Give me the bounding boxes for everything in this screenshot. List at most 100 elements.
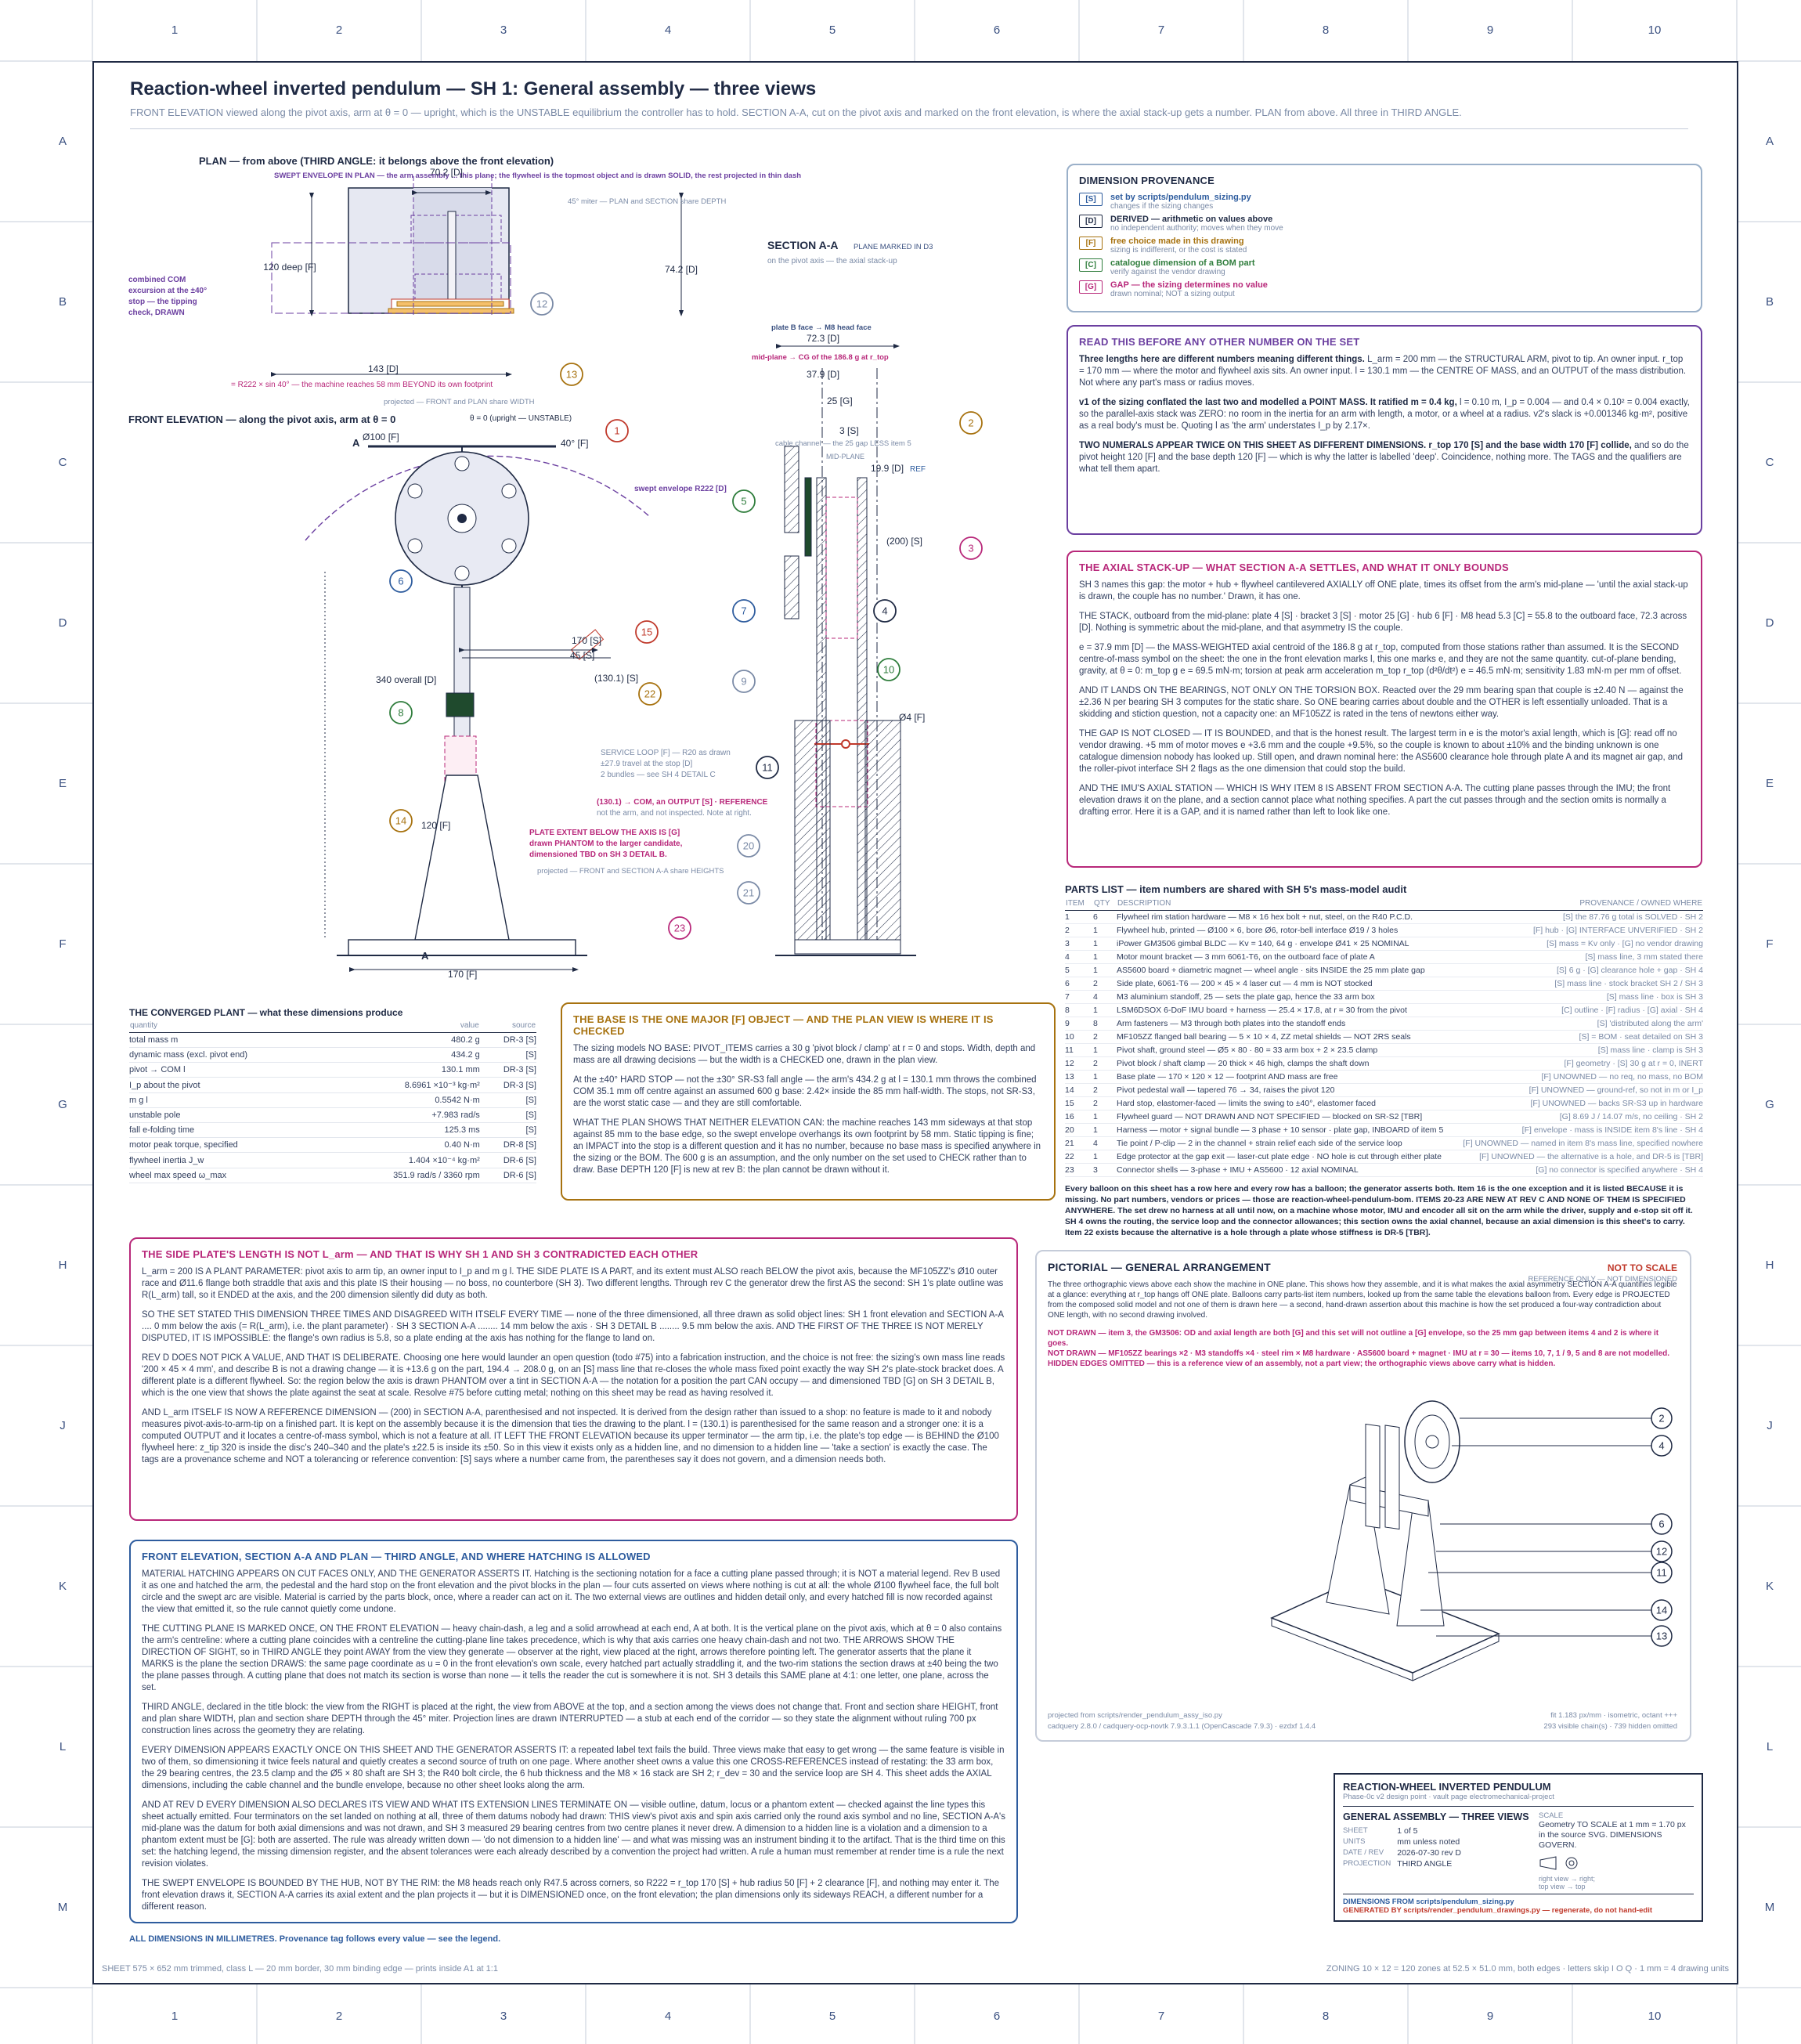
plant-cell: m g l xyxy=(129,1092,332,1108)
balloon-number: 23 xyxy=(674,923,685,934)
base-p3: WHAT THE PLAN SHOWS THAT NEITHER ELEVATI… xyxy=(573,1118,1041,1175)
tb-field-value: mm unless noted xyxy=(1397,1837,1460,1847)
zone-col-label: 8 xyxy=(1322,2010,1330,2023)
zone-col-label: 3 xyxy=(500,2010,507,2023)
parts-cell: 12 xyxy=(1065,1056,1093,1071)
parts-cell: [F] UNOWNED — named in item 8's mass lin… xyxy=(1454,1136,1703,1150)
zone-col-label: 9 xyxy=(1486,2010,1494,2023)
front-plate-2: drawn PHANTOM to the larger candidate, xyxy=(529,840,683,848)
plan-dim-bottom: 143 [D] xyxy=(368,363,399,374)
plant-cell: DR-6 [S] xyxy=(479,1168,536,1183)
iso-balloon: 11 xyxy=(1651,1562,1673,1584)
iso-balloon-number: 2 xyxy=(1658,1413,1664,1425)
provenance-sub: no independent authority; moves when the… xyxy=(1110,224,1283,233)
plan-com-note-4: check, DRAWN xyxy=(128,309,185,317)
plant-cell: 0.5542 N·m xyxy=(331,1092,480,1108)
plant-row: unstable pole+7.983 rad/s[S] xyxy=(129,1107,536,1123)
tb-field-value: 2026-07-30 rev D xyxy=(1397,1848,1461,1858)
title-rule xyxy=(130,128,1688,129)
parts-cell: 1 xyxy=(1093,950,1117,964)
plan-dim-right: 74.2 [D] xyxy=(665,264,698,275)
iso-balloon-number: 6 xyxy=(1658,1519,1664,1530)
parts-cell: 8 xyxy=(1093,1017,1117,1031)
parts-cell: [S] mass line · clamp is SH 3 xyxy=(1454,1043,1703,1057)
parts-cell: 4 xyxy=(1065,950,1093,964)
parts-cell: 2 xyxy=(1093,977,1117,991)
section-dim-37: 37.9 [D] xyxy=(807,369,839,380)
provenance-tag: [F] xyxy=(1079,237,1103,250)
zone-row-label: H xyxy=(1765,1259,1774,1272)
plant-cell: dynamic mass (excl. pivot end) xyxy=(129,1047,332,1063)
parts-cell: Tie point / P-clip — 2 in the channel + … xyxy=(1117,1136,1455,1150)
front-theta: θ = 0 (upright — UNSTABLE) xyxy=(470,414,572,423)
parts-cell: 1 xyxy=(1093,923,1117,937)
zone-row-label: L xyxy=(59,1740,67,1753)
third-angle-p3: THIRD ANGLE, declared in the title block… xyxy=(142,1703,998,1735)
zone-row-label: D xyxy=(1765,616,1774,630)
parts-cell: [G] 8.69 J / 14.07 m/s, no ceiling · SH … xyxy=(1454,1110,1703,1124)
item-balloon: 14 xyxy=(389,809,413,832)
item-balloon: 6 xyxy=(389,569,413,593)
provenance-label: free choice made in this drawing xyxy=(1110,237,1244,246)
pictorial-p2: NOT DRAWN — item 3, the GM3506: OD and a… xyxy=(1048,1329,1659,1348)
parts-cell: Connector shells — 3-phase + IMU + AS560… xyxy=(1117,1163,1455,1177)
parts-note: Every balloon on this sheet has a row he… xyxy=(1065,1184,1693,1237)
provenance-list: [S] set by scripts/pendulum_sizing.py ch… xyxy=(1079,193,1690,298)
base-box: THE BASE IS THE ONE MAJOR [F] OBJECT — A… xyxy=(561,1002,1056,1201)
zone-row-label: G xyxy=(1765,1098,1774,1111)
page-subtitle: FRONT ELEVATION viewed along the pivot a… xyxy=(130,107,1462,118)
item-balloon: 13 xyxy=(560,363,583,386)
front-plate-3: dimensioned TBD on SH 3 DETAIL B. xyxy=(529,850,667,859)
read-first-box: READ THIS BEFORE ANY OTHER NUMBER ON THE… xyxy=(1067,325,1702,535)
provenance-title: DIMENSION PROVENANCE xyxy=(1079,175,1215,186)
balloon-number: 4 xyxy=(882,605,887,617)
parts-cell: Edge protector at the gap exit — laser-c… xyxy=(1117,1150,1455,1164)
provenance-tag: [D] xyxy=(1079,215,1103,228)
zone-row-label: C xyxy=(58,456,67,469)
parts-cell: 1 xyxy=(1093,1150,1117,1164)
tb-field-label: UNITS xyxy=(1343,1837,1366,1846)
plant-row: dynamic mass (excl. pivot end)434.2 g[S] xyxy=(129,1047,536,1063)
plan-envelope-note: SWEPT ENVELOPE IN PLAN — the arm assembl… xyxy=(274,172,801,180)
orthographic-views: PLAN — from above (THIRD ANGLE: it belon… xyxy=(128,155,983,980)
read-first-p1: L_arm = 200 mm — the STRUCTURAL ARM, piv… xyxy=(1079,355,1687,388)
parts-cell: MF105ZZ flanged ball bearing — 5 × 10 × … xyxy=(1117,1030,1455,1044)
plant-header: quantity xyxy=(129,1020,332,1033)
parts-cell: [S] 'distributed along the arm' xyxy=(1454,1017,1703,1031)
parts-cell: 2 xyxy=(1093,1056,1117,1071)
parts-cell: 4 xyxy=(1093,990,1117,1004)
balloon-number: 13 xyxy=(566,369,577,381)
front-swept: swept envelope R222 [D] xyxy=(634,485,727,493)
read-first-title: READ THIS BEFORE ANY OTHER NUMBER ON THE… xyxy=(1079,336,1360,348)
parts-cell: 1 xyxy=(1093,1043,1117,1057)
parts-cell: 9 xyxy=(1065,1017,1093,1031)
plant-cell: 125.3 ms xyxy=(331,1122,480,1138)
zone-row-label: H xyxy=(58,1259,67,1272)
pictorial-title: PICTORIAL — GENERAL ARRANGEMENT xyxy=(1048,1261,1271,1273)
iso-balloon: 4 xyxy=(1651,1435,1673,1457)
parts-cell: 1 xyxy=(1093,1003,1117,1017)
parts-cell: 16 xyxy=(1065,1110,1093,1124)
tb-field-label: PROJECTION xyxy=(1343,1859,1391,1868)
plant-cell: DR-6 [S] xyxy=(479,1152,536,1168)
plant-cell: [S] xyxy=(479,1107,536,1123)
section-ref: REF xyxy=(910,465,926,474)
zone-row-label: B xyxy=(1765,295,1774,309)
section-dim-25: 25 [G] xyxy=(827,395,853,406)
plant-cell: 130.1 mm xyxy=(331,1062,480,1078)
zone-col-label: 5 xyxy=(828,23,836,37)
item-balloon: 2 xyxy=(959,411,983,435)
parts-cell: 20 xyxy=(1065,1123,1093,1137)
